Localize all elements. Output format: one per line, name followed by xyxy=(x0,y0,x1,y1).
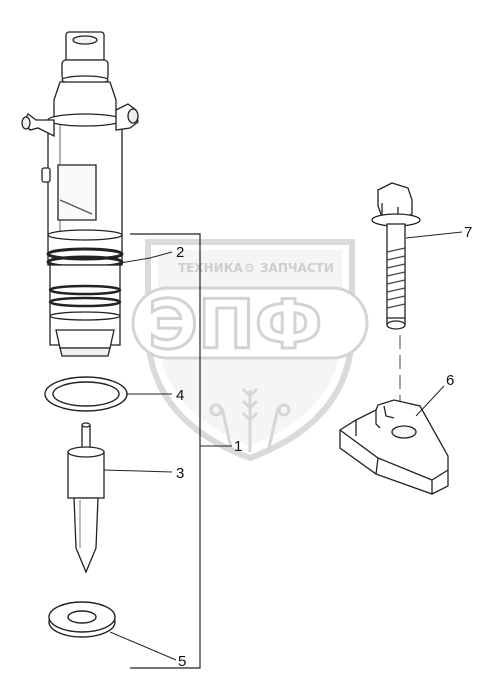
leader-line-5 xyxy=(109,631,177,661)
callout-6: 6 xyxy=(446,372,454,389)
watermark-wheat-icon xyxy=(209,387,291,453)
watermark-logo-band xyxy=(131,286,369,360)
callout-7: 7 xyxy=(464,224,472,241)
callout-2: 2 xyxy=(176,244,184,261)
sealing-ring xyxy=(44,376,128,412)
injector-body xyxy=(21,31,139,357)
watermark-logo-text: ЭПФ xyxy=(148,286,322,365)
bolt xyxy=(371,182,421,330)
watermark: ТЕХНИКА ⚙ ЗАПЧАСТИ ЭПФ xyxy=(131,239,369,462)
nozzle xyxy=(67,422,105,574)
leader-line-7 xyxy=(405,231,463,239)
clamp xyxy=(339,399,449,495)
callout-1: 1 xyxy=(234,438,242,455)
watermark-text-right: ЗАПЧАСТИ xyxy=(260,261,334,275)
group-bracket xyxy=(130,233,201,669)
callout-4: 4 xyxy=(176,387,184,404)
callout-3: 3 xyxy=(176,465,184,482)
watermark-shield xyxy=(145,239,355,462)
leader-line-3 xyxy=(103,469,173,473)
watermark-text-left: ТЕХНИКА xyxy=(178,261,244,275)
leader-line-2 xyxy=(119,251,173,264)
watermark-gear-icon: ⚙ xyxy=(244,261,255,275)
callout-5: 5 xyxy=(178,653,186,670)
washer xyxy=(48,601,116,638)
leader-line-6 xyxy=(415,385,445,417)
